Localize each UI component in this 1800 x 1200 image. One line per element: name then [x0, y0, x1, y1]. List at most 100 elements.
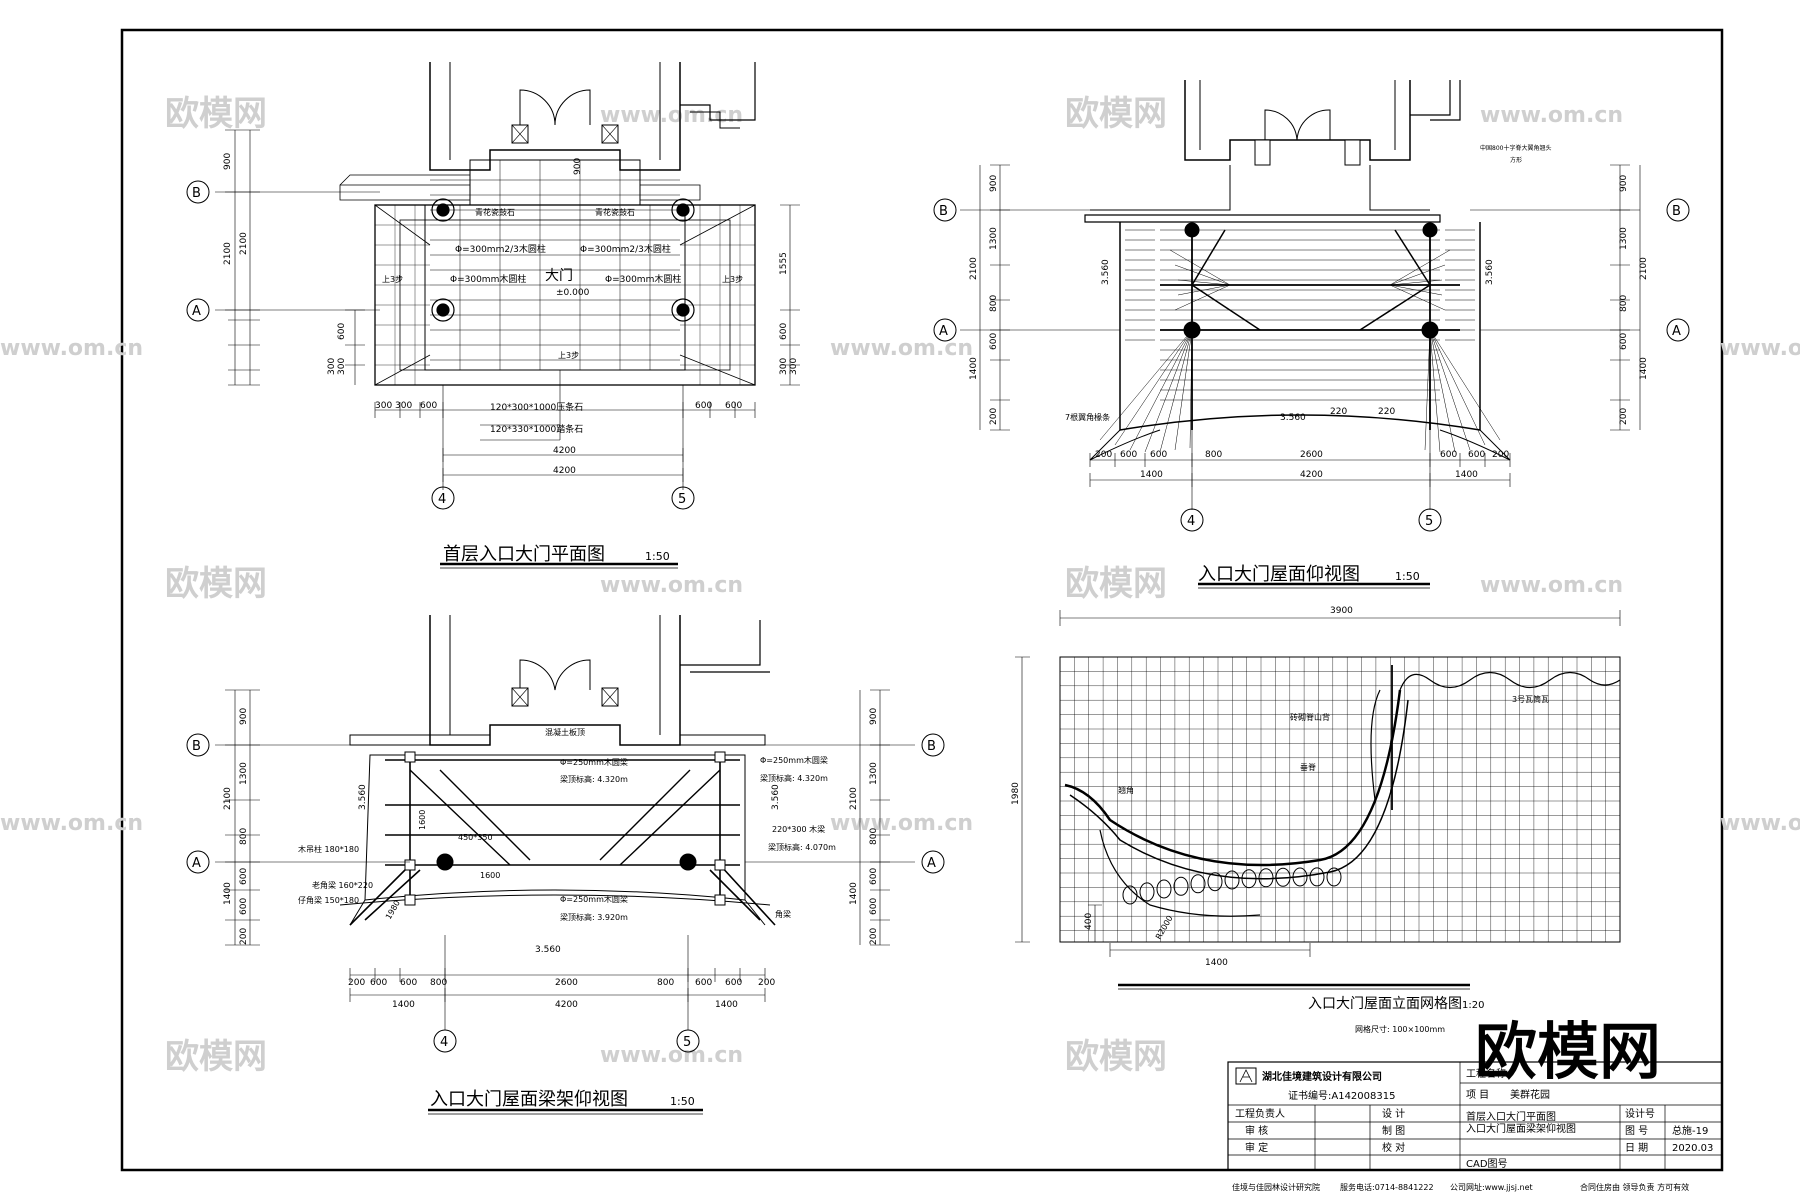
- dim: 200: [989, 408, 999, 425]
- axis-label-b: B: [192, 739, 201, 754]
- stone-label: 青花瓷鼓石: [475, 207, 515, 217]
- dim: 1980: [384, 899, 402, 921]
- dim: 1600: [418, 810, 427, 830]
- panel-beam-view: [186, 615, 945, 1115]
- footer: 佳境与佳园林设计研究院 服务电话:0714-8841222 公司网址:www.j…: [1232, 1182, 1689, 1192]
- watermark-url: www.om.cn: [0, 811, 143, 836]
- sheet-border: [120, 28, 1724, 1172]
- dim: 1400: [715, 1000, 738, 1010]
- rafter-label: 老角梁 160*220: [312, 880, 373, 890]
- elevation-label: 3.560: [1101, 259, 1111, 285]
- beam-elev: 梁顶标高: 4.070m: [768, 842, 836, 852]
- dim: 200: [1492, 450, 1509, 460]
- watermark-url: www.om.cn: [600, 1043, 743, 1068]
- design-no-label: 设计号: [1625, 1107, 1655, 1120]
- panel-title: 入口大门屋面梁架仰视图: [430, 1089, 628, 1110]
- panel-title: 入口大门屋面仰视图: [1198, 564, 1360, 585]
- dim: 1400: [1455, 470, 1478, 480]
- dim: 4200: [555, 1000, 578, 1010]
- panel-beam-view-text: B A B A 4 5 混凝土板顶 Φ=250mm木圆梁 梁顶标高: 4.320…: [192, 708, 936, 1110]
- dim: 600: [239, 868, 249, 885]
- watermark-url: www.om.cn: [1480, 573, 1623, 598]
- gate-label: 大门: [545, 268, 573, 284]
- dim: 600: [725, 401, 742, 411]
- axis-label-5: 5: [683, 1035, 691, 1050]
- dim: 600: [370, 978, 387, 988]
- elevation-label: 3.560: [535, 945, 561, 955]
- dim: 4200: [553, 466, 576, 476]
- dim: 200: [758, 978, 775, 988]
- dim: 300: [789, 358, 799, 375]
- eave-tile: [1309, 867, 1325, 887]
- rafter-label: 7根翼角椽条: [1065, 412, 1110, 422]
- dim: 2100: [223, 242, 233, 265]
- dim: 1600: [480, 871, 500, 880]
- dim: 900: [223, 153, 233, 170]
- axis-label-a: A: [192, 856, 201, 871]
- dim: 600: [1150, 450, 1167, 460]
- column-label: Φ=300mm2/3木圆柱: [455, 243, 546, 255]
- purlin-label: 垂脊: [1300, 762, 1316, 772]
- panel-subtitle: 网格尺寸: 100×100mm: [1355, 1024, 1445, 1034]
- eave-tile: [1122, 885, 1138, 905]
- panel-elevation-grid-text: 3900 1980 400 1400 R2000 3号瓦筒瓦 砖砌脊山背 垂脊 …: [1011, 606, 1549, 1034]
- watermark-url: www.om.cn: [830, 336, 973, 361]
- dim: 1400: [392, 1000, 415, 1010]
- dim: 600: [695, 978, 712, 988]
- dim: 600: [725, 978, 742, 988]
- dim: 600: [869, 868, 879, 885]
- step-label: 上3步: [382, 275, 403, 284]
- eave-tile: [1241, 869, 1257, 889]
- dim: 200: [239, 928, 249, 945]
- axis-label-4: 4: [438, 492, 446, 507]
- stone-note: 120*300*1000压条石: [490, 401, 583, 413]
- dim: 600: [1440, 450, 1457, 460]
- watermark: 欧模网: [1065, 564, 1167, 604]
- watermarks: 欧模网 欧模网 欧模网 欧模网 欧模网 欧模网 www.om.cn www.om…: [0, 94, 1800, 1077]
- project-label: 工程名称: [1466, 1067, 1506, 1080]
- dim: 900: [869, 708, 879, 725]
- slab-label: 混凝土板顶: [545, 727, 585, 737]
- panel-title: 首层入口大门平面图: [443, 544, 605, 565]
- watermark: 欧模网: [165, 564, 267, 604]
- dim: 900: [1619, 175, 1629, 192]
- date-label: 日 期: [1625, 1142, 1648, 1154]
- dim: 1400: [1639, 357, 1649, 380]
- drawing-name: 首层入口大门平面图: [1466, 1110, 1556, 1123]
- dim: 600: [1619, 333, 1629, 350]
- dim: 800: [657, 978, 674, 988]
- axis-label-a: A: [1672, 324, 1681, 339]
- eave-tile: [1258, 868, 1274, 888]
- step-label: 上3步: [722, 275, 743, 284]
- title-block: [1227, 1061, 1723, 1171]
- dim: 800: [869, 828, 879, 845]
- axis-label-b: B: [1672, 204, 1681, 219]
- panel-scale: 1:50: [645, 550, 670, 563]
- beam-elev: 梁顶标高: 3.920m: [560, 912, 628, 922]
- panel-roof-view: [933, 80, 1690, 589]
- beam-elev: 梁顶标高: 4.320m: [760, 773, 828, 783]
- dim: 200: [1619, 408, 1629, 425]
- angle-beam-label: 角梁: [775, 909, 791, 919]
- footer-right: 合同住房由 领导负责 方可有效: [1580, 1182, 1689, 1192]
- dim: 1400: [849, 882, 859, 905]
- eave-tile: [1190, 874, 1206, 894]
- watermark: 欧模网: [165, 1037, 267, 1077]
- role-label: 校 对: [1382, 1141, 1405, 1154]
- dim: 1300: [989, 227, 999, 250]
- item-label: 项 目: [1466, 1089, 1489, 1101]
- panel-floor-plan-text: B A 4 5 大门 ±0.000 Φ=300mm2/3木圆柱 Φ=300mm2…: [192, 153, 799, 565]
- elevation-label: 3.560: [771, 784, 781, 810]
- dim: 1400: [223, 882, 233, 905]
- panel-roof-view-text: B A B A 4 5 3.560 3.560 3.560 7根翼角椽条 中国8…: [939, 144, 1681, 585]
- dim: 600: [420, 401, 437, 411]
- dim: 600: [989, 333, 999, 350]
- watermark: 欧模网: [1065, 94, 1167, 134]
- dim: 300: [337, 358, 347, 375]
- dim: 600: [400, 978, 417, 988]
- eave-tile: [1292, 867, 1308, 887]
- elevation-label: 3.560: [1485, 259, 1495, 285]
- dim: 1400: [969, 357, 979, 380]
- dim: 900: [239, 708, 249, 725]
- title-block-text: 湖北佳境建筑设计有限公司 证书编号:A142008315 工程名称 项 目 美群…: [1235, 1067, 1713, 1170]
